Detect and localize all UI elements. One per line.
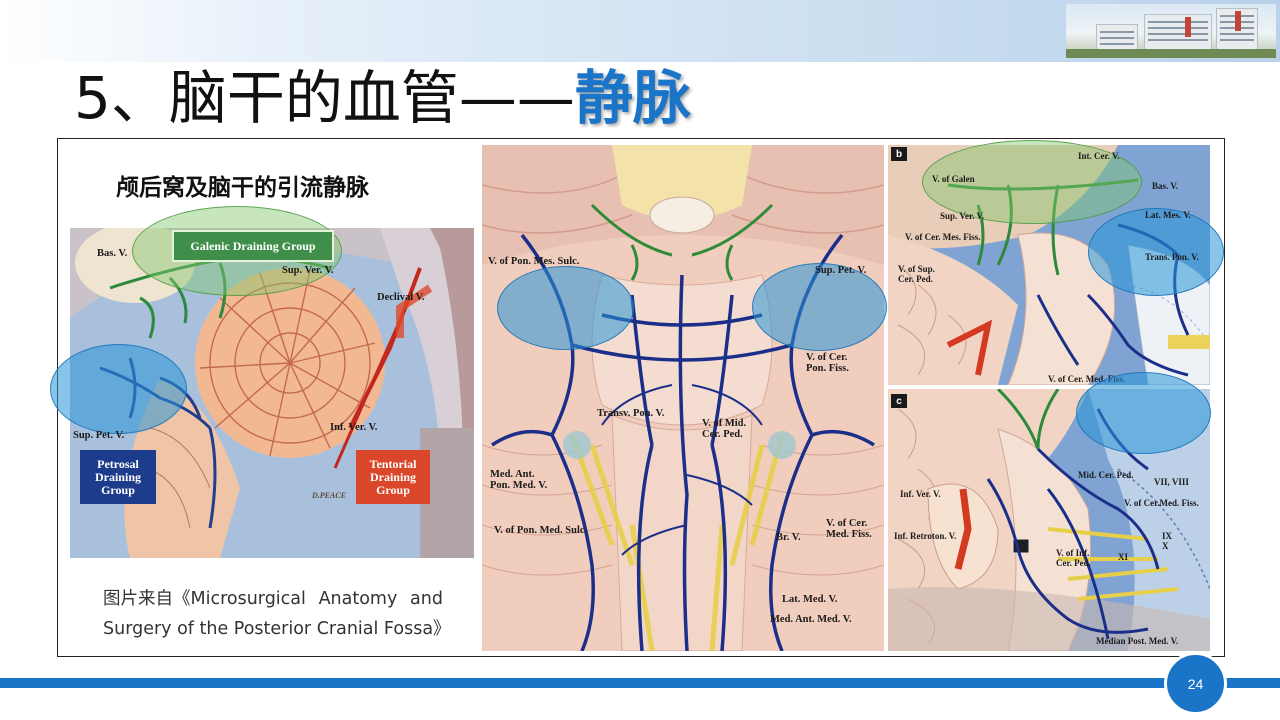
- label-ix-x: IX X: [1162, 531, 1173, 551]
- label-xi: XI: [1118, 552, 1129, 562]
- panel-letter-b: b: [891, 147, 907, 161]
- label-trans-pon-v: Trans. Pon. V.: [1145, 252, 1199, 262]
- label-v-cer-med-fiss: V. of Cer. Med. Fiss.: [826, 518, 872, 540]
- label-v-inf-cer-ped: V. of Inf. Cer. Ped.: [1056, 548, 1091, 568]
- galenic-draining-group-box: Galenic Draining Group: [172, 230, 334, 262]
- label-median-post-med-v: Median Post. Med. V.: [1096, 636, 1179, 646]
- label-v-cer-mes-fiss: V. of Cer. Mes. Fiss.: [905, 232, 981, 242]
- label-br-v: Br. V.: [776, 532, 801, 543]
- label-int-cer-v: Int. Cer. V.: [1078, 151, 1120, 161]
- panel3-green-highlight-ellipse: [922, 140, 1142, 224]
- label-lat-mes-v: Lat. Mes. V.: [1145, 210, 1191, 220]
- label-v-pon-med-sulc: V. of Pon. Med. Sulc.: [494, 525, 588, 536]
- title-prefix: 5、脑干的血管——: [74, 64, 575, 132]
- hospital-building-photo: [1066, 4, 1276, 58]
- label-sup-pet-v: Sup. Pet. V.: [73, 430, 125, 441]
- label-v-sup-cer-ped: V. of Sup. Cer. Ped.: [898, 264, 935, 284]
- panel-letter-c: c: [891, 394, 907, 408]
- label-declival-v: Declival V.: [377, 292, 425, 303]
- label-v-cer-med-fiss-b: V. of Cer. Med. Fiss.: [1048, 374, 1125, 384]
- label-transv-pon-v: Transv. Pon. V.: [597, 408, 665, 419]
- slide-title: 5、脑干的血管——静脉: [74, 58, 691, 138]
- page-number-badge: 24: [1164, 652, 1227, 715]
- label-v-cer-med-fiss-c: V. of Cer.Med. Fiss.: [1124, 498, 1199, 508]
- panel1-caption: 颅后窝及脑干的引流静脉: [116, 175, 369, 201]
- panel2-left-highlight-ellipse: [497, 266, 634, 350]
- label-med-ant-pon-med-v: Med. Ant. Pon. Med. V.: [490, 469, 548, 491]
- label-sup-ver-v-2: Sup. Ver. V.: [940, 211, 985, 221]
- panel3-blue-highlight-ellipse: [1088, 208, 1224, 296]
- label-bas-v-2: Bas. V.: [1152, 181, 1178, 191]
- panel2-right-highlight-ellipse: [752, 263, 887, 351]
- label-inf-ver-v: Inf. Ver. V.: [330, 422, 378, 433]
- label-v-pon-mes-sulc: V. of Pon. Mes. Sulc.: [488, 256, 580, 267]
- footer-line: [0, 678, 1280, 688]
- label-v-cer-pon-fiss: V. of Cer. Pon. Fiss.: [806, 352, 849, 374]
- title-accent: 静脉: [574, 64, 691, 132]
- label-v-galen: V. of Galen: [932, 174, 975, 184]
- label-sup-ver-v: Sup. Ver. V.: [282, 265, 334, 276]
- label-inf-ver-v-2: Inf. Ver. V.: [900, 489, 941, 499]
- illustrator-signature: D.PEACE: [312, 491, 347, 500]
- tentorial-draining-group-box: Tentorial Draining Group: [356, 450, 430, 504]
- panel4-illustration: [888, 389, 1210, 651]
- panel4-blue-highlight-ellipse: [1076, 372, 1211, 454]
- label-vii-viii: VII, VIII: [1154, 477, 1189, 487]
- petrosal-draining-group-box: Petrosal Draining Group: [80, 450, 156, 504]
- label-inf-retroton-v: Inf. Retroton. V.: [894, 531, 957, 541]
- label-mid-cer-ped: Mid. Cer. Ped.: [1078, 470, 1134, 480]
- label-sup-pet-v-2: Sup. Pet. V.: [815, 265, 867, 276]
- label-v-mid-cer-ped: V. of Mid. Cer. Ped.: [702, 418, 747, 440]
- label-lat-med-v: Lat. Med. V.: [782, 594, 838, 605]
- petrosal-highlight-ellipse: [50, 344, 187, 434]
- label-bas-v: Bas. V.: [97, 248, 128, 259]
- label-med-ant-med-v: Med. Ant. Med. V.: [770, 614, 852, 625]
- panel2-illustration: [482, 145, 884, 651]
